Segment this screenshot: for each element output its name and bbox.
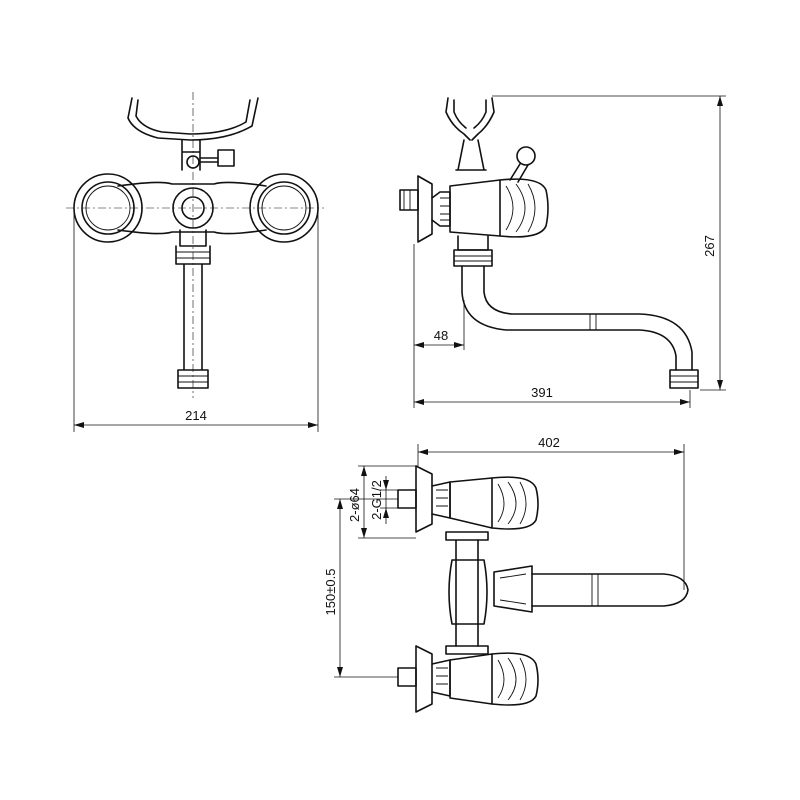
top-diameter-label: 2-ø64	[347, 488, 362, 522]
side-dim-48-arrows	[414, 342, 464, 348]
side-inlet-threads	[403, 190, 411, 210]
top-lower-inlet	[397, 667, 417, 687]
top-lower-body	[449, 653, 493, 705]
top-lower-nut	[431, 659, 451, 697]
side-wall-flange	[417, 175, 433, 243]
side-diverter-knob	[516, 146, 536, 166]
top-upper-inlet	[397, 489, 417, 509]
side-nut-ridges	[440, 197, 450, 221]
side-aerator	[669, 369, 699, 389]
front-view: 214	[66, 92, 324, 432]
top-column	[455, 539, 479, 647]
front-diverter-shaft	[199, 157, 219, 163]
top-spacing-label: 150±0.5	[323, 569, 338, 616]
top-upper-body	[449, 477, 493, 529]
side-spout-tube	[461, 265, 693, 371]
top-spout-joint	[591, 574, 599, 606]
top-length-label: 402	[538, 435, 560, 450]
top-lower-collar	[445, 645, 489, 655]
side-handle	[499, 178, 549, 238]
side-body	[449, 179, 501, 237]
top-spout-hub-lines	[499, 573, 527, 605]
side-inlet-pipe	[399, 189, 419, 211]
top-lower-handle-flutes	[497, 657, 527, 701]
front-diverter-knob	[217, 149, 235, 167]
side-height-label: 267	[702, 235, 717, 257]
top-upper-handle-flutes	[497, 481, 527, 525]
top-view: 402 2-ø64 2-G1/2 150±0.5	[323, 435, 689, 713]
top-lower-handle	[491, 652, 539, 706]
top-upper-handle	[491, 476, 539, 530]
front-holder-stem	[181, 139, 201, 171]
side-view: 267 48 391	[399, 95, 726, 408]
top-upper-collar	[445, 531, 489, 541]
side-holder-stem	[455, 139, 487, 171]
side-handle-flutes	[505, 183, 536, 233]
front-width-label: 214	[185, 408, 207, 423]
side-offset-label: 48	[434, 328, 448, 343]
top-upper-flange	[415, 465, 433, 533]
top-lower-flange	[415, 645, 433, 713]
side-aerator-threads	[670, 375, 698, 383]
top-dim-thread-arrows	[383, 480, 389, 518]
side-nut	[431, 191, 451, 227]
top-lower-nut-ridges	[436, 667, 448, 685]
top-column-body	[448, 559, 488, 625]
side-spout-joint	[589, 314, 597, 330]
front-left-handle-cap	[85, 185, 131, 231]
side-spout-collar	[457, 235, 489, 251]
top-spout-hub	[493, 565, 533, 613]
top-thread-label: 2-G1/2	[369, 480, 384, 520]
side-spout-nut	[453, 249, 493, 267]
top-upper-nut	[431, 481, 451, 519]
side-spout-nut-threads	[454, 255, 492, 262]
front-right-handle-cap	[261, 185, 307, 231]
side-shower-holder	[445, 97, 495, 141]
top-upper-nut-ridges	[436, 489, 448, 507]
top-spout-tube	[531, 573, 689, 607]
front-shower-holder	[127, 97, 259, 141]
side-length-label: 391	[531, 385, 553, 400]
